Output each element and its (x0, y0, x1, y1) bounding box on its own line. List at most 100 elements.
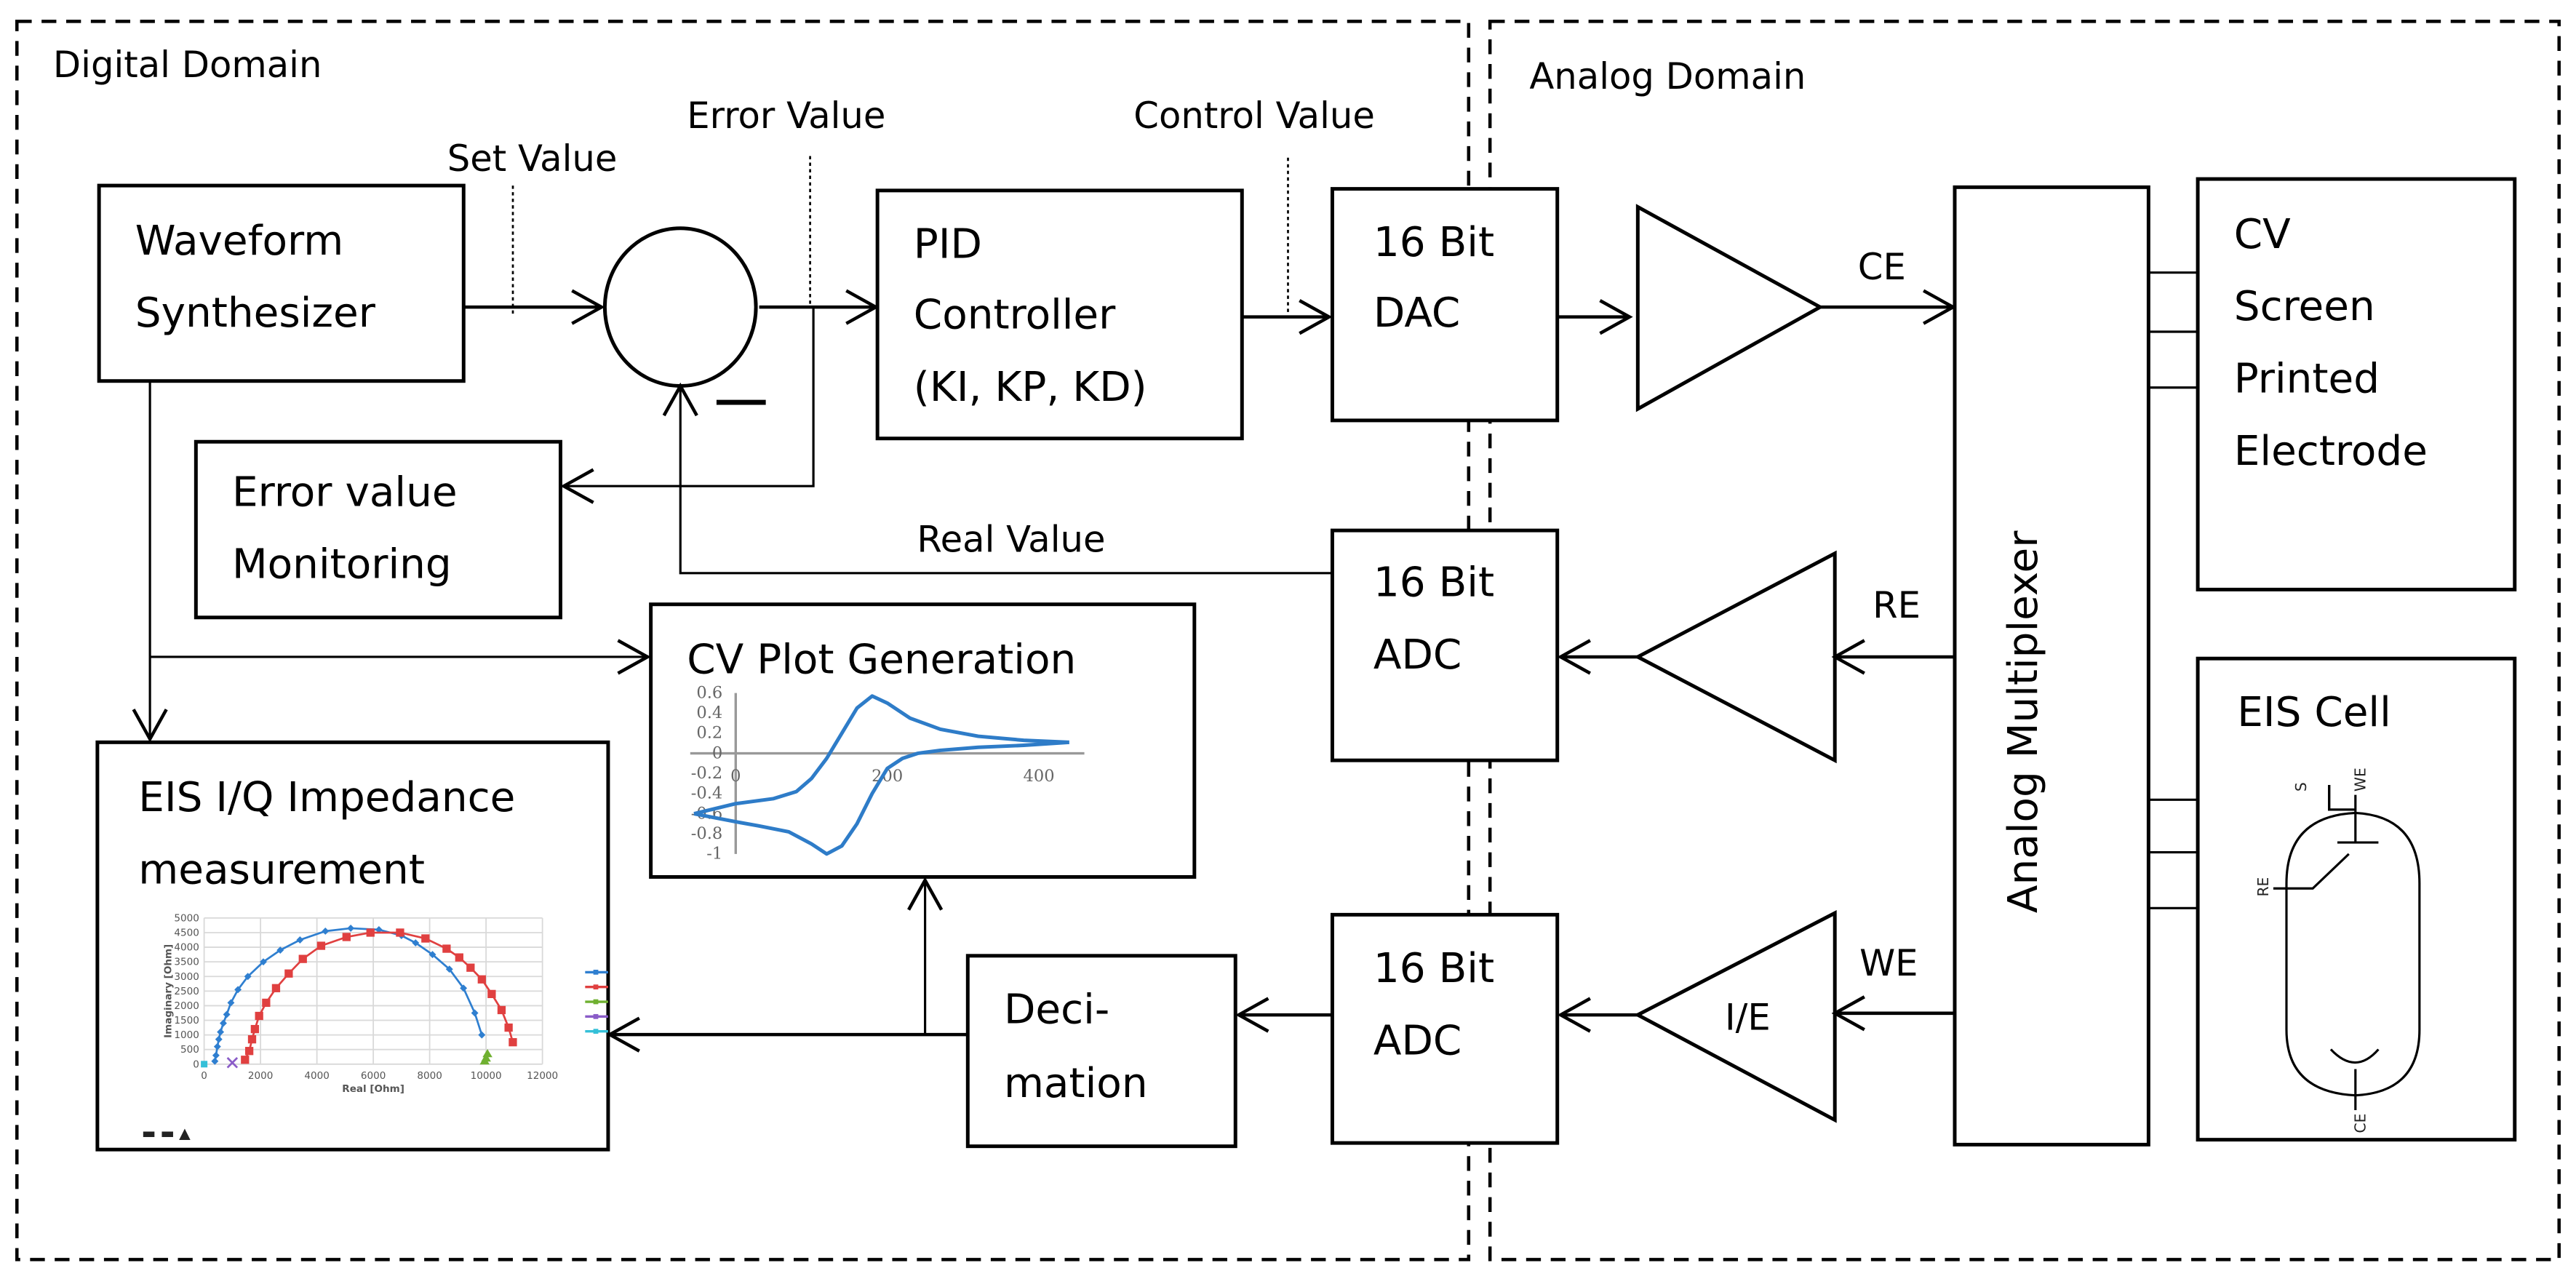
eis-point (342, 933, 351, 941)
eis-point (421, 934, 430, 943)
cv-y-tick-label: -0.2 (691, 764, 723, 783)
eis-point (466, 963, 475, 972)
svg-text:Monitoring: Monitoring (232, 541, 452, 589)
we-label: WE (1859, 942, 1918, 984)
svg-text:WE: WE (2351, 767, 2369, 791)
eis-point (244, 973, 252, 981)
eis-legend-marker (593, 969, 599, 975)
cv-plot-block: CV Plot Generation 0.60.40.20-0.2-0.4-0.… (649, 602, 1197, 879)
real-value-label: Real Value (917, 518, 1105, 560)
svg-text:PID: PID (914, 220, 982, 268)
eis-point (260, 958, 267, 966)
svg-text:Synthesizer: Synthesizer (135, 290, 376, 337)
svg-text:EIS Cell: EIS Cell (2237, 689, 2391, 736)
eis-point (271, 984, 281, 992)
svg-text:measurement: measurement (138, 846, 425, 893)
cv-x-tick-label: 400 (1024, 767, 1055, 786)
eis-x-axis-label: Real [Ohm] (342, 1083, 404, 1095)
eis-x-tick-label: 6000 (361, 1070, 386, 1082)
arrow-head (571, 289, 605, 325)
eis-x-tick-label: 4000 (304, 1070, 329, 1082)
pid-controller-block: PID Controller (KI, KP, KD) (875, 188, 1244, 441)
cv-series-line-2 (693, 740, 1069, 856)
svg-text:CE: CE (2351, 1114, 2369, 1133)
eis-point (442, 944, 451, 953)
eis-x-tick-label: 10000 (471, 1070, 502, 1082)
cv-y-tick-label: -0.4 (691, 784, 723, 803)
eis-point (234, 986, 242, 994)
eis-y-tick-label: 1500 (174, 1015, 199, 1026)
adc-we-block: 16 Bit ADC (1330, 912, 1560, 1145)
eis-legend-marker (593, 1013, 599, 1019)
digital-domain-label: Digital Domain (53, 44, 322, 86)
eis-point (247, 1034, 257, 1044)
cv-series-line-1 (693, 694, 1069, 816)
svg-text:CV: CV (2234, 211, 2291, 258)
eis-point (201, 1061, 208, 1068)
eis-point (322, 928, 330, 935)
eis-measurement-block: EIS I/Q Impedance measurement 0500100015… (95, 740, 610, 1152)
eis-point (250, 1024, 260, 1034)
ie-amplifier: I/E (1633, 910, 1837, 1123)
dac-block: 16 Bit DAC (1330, 187, 1560, 423)
eis-point (471, 1009, 479, 1017)
eis-y-tick-label: 4000 (174, 942, 199, 954)
svg-text:I/E: I/E (1725, 996, 1771, 1038)
eis-y-tick-label: 3500 (174, 957, 199, 968)
eis-point (497, 1005, 506, 1015)
eis-point (298, 954, 307, 963)
svg-text:Electrode: Electrode (2234, 428, 2428, 475)
eis-point (455, 953, 463, 962)
eis-point (212, 1051, 220, 1059)
eis-point (262, 998, 271, 1008)
svg-text:16 Bit: 16 Bit (1373, 219, 1494, 266)
eis-x-tick-label: 8000 (417, 1070, 442, 1082)
eis-point (316, 941, 326, 950)
svg-text:16 Bit: 16 Bit (1373, 945, 1494, 992)
re-amplifier (1633, 550, 1837, 764)
eis-cropped-text: ▬ ▬ ▲ (142, 1124, 191, 1141)
cv-y-tick-label: 0 (712, 743, 722, 762)
eis-point (241, 1056, 250, 1064)
eis-point (217, 1028, 225, 1036)
svg-text:S: S (2292, 782, 2310, 791)
eis-point (445, 965, 453, 973)
svg-text:Error value: Error value (232, 468, 458, 516)
svg-text:RE: RE (2254, 877, 2272, 897)
eis-series-line-2 (244, 931, 514, 1061)
electrochemical-cell-icon: S WE RE CE (2254, 767, 2421, 1133)
eis-point (276, 946, 284, 954)
eis-point (284, 969, 293, 978)
svg-text:Analog Multiplexer: Analog Multiplexer (2000, 530, 2047, 913)
svg-text:ADC: ADC (1373, 1017, 1462, 1064)
re-label: RE (1873, 584, 1921, 626)
eis-point (213, 1042, 221, 1050)
cv-y-tick-label: 0.6 (696, 683, 722, 702)
eis-y-tick-label: 1000 (174, 1029, 199, 1041)
decimation-block: Deci- mation (965, 954, 1237, 1149)
eis-point (504, 1023, 513, 1032)
eis-y-axis-label: Imaginary [Ohm] (162, 944, 174, 1038)
cv-x-tick-label: 0 (730, 767, 741, 786)
svg-text:(KI, KP, KD): (KI, KP, KD) (914, 364, 1147, 411)
eis-point (478, 1031, 486, 1039)
eis-point (477, 975, 486, 984)
ce-label: CE (1858, 246, 1906, 288)
ce-amplifier (1635, 204, 1825, 412)
error-monitoring-block: Error value Monitoring (194, 439, 562, 620)
eis-point (509, 1038, 517, 1047)
eis-y-tick-label: 3000 (174, 971, 199, 983)
eis-point (223, 1010, 231, 1018)
eis-point (226, 1057, 239, 1069)
eis-y-tick-label: 5000 (174, 912, 199, 924)
eis-y-tick-label: 4500 (174, 927, 199, 938)
summing-junction (602, 226, 758, 388)
eis-cell-block: EIS Cell S WE RE CE (2196, 656, 2517, 1142)
eis-impedance-chart: 0500100015002000250030003500400045005000… (162, 912, 608, 1095)
eis-x-tick-label: 0 (201, 1070, 207, 1082)
eis-point (481, 1053, 491, 1062)
waveform-synthesizer-block: Waveform Synthesizer (97, 183, 466, 383)
eis-point (412, 939, 420, 947)
svg-text:EIS I/Q Impedance: EIS I/Q Impedance (138, 774, 515, 821)
